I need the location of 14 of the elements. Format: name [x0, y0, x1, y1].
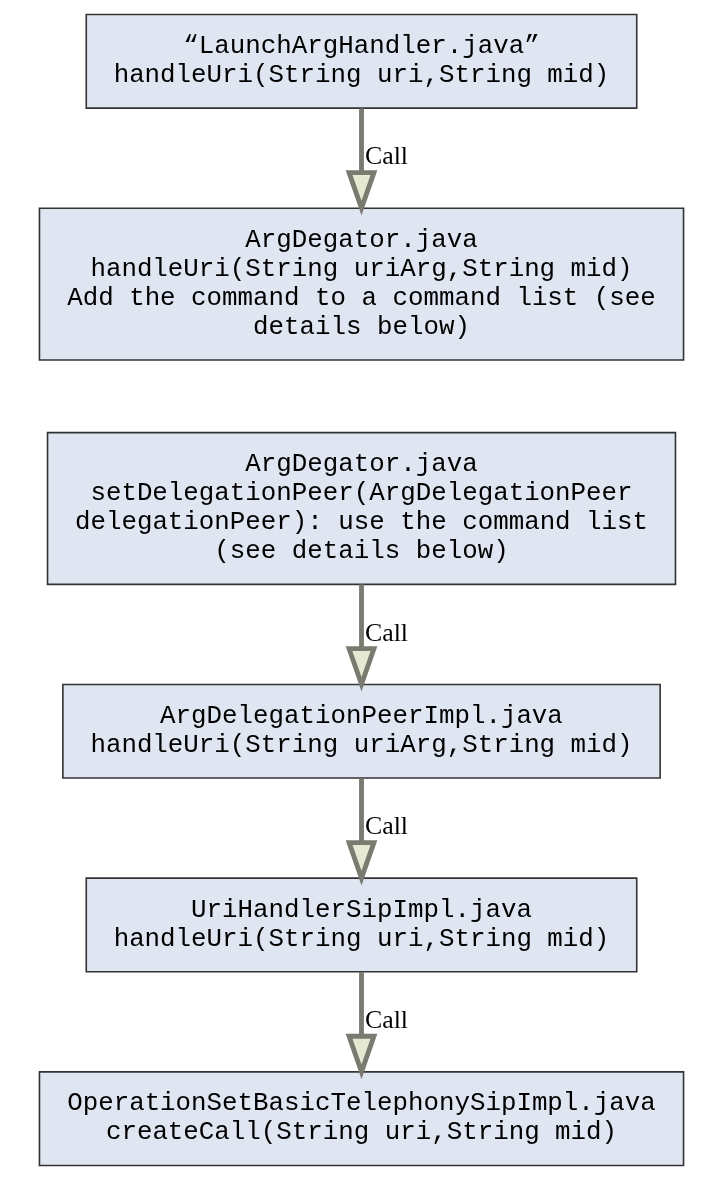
node-box: ArgDegator.java setDelegationPeer(ArgDelegationPeer delegationPeer): use the command list (see details below)	[46, 431, 677, 586]
node-box: ArgDegator.java handleUri(String uriArg,String mid) Add the command to a command list (see details below)	[38, 207, 685, 361]
arrow	[345, 778, 378, 886]
edge-label: Call	[365, 811, 409, 841]
arrow	[345, 972, 378, 1080]
node-box: ArgDelegationPeerImpl.java handleUri(String uriArg,String mid)	[62, 683, 661, 779]
node-box: UriHandlerSipImpl.java handleUri(String uri,String mid)	[85, 877, 638, 973]
arrow	[345, 108, 378, 216]
edge-label: Call	[365, 617, 409, 647]
edge-label: Call	[365, 1004, 409, 1034]
node-box: OperationSetBasicTelephonySipImpl.java createCall(String uri,String mid)	[38, 1071, 685, 1167]
node-box: “LaunchArgHandler.java” handleUri(String uri,String mid)	[85, 13, 638, 109]
edge-label: Call	[365, 141, 409, 171]
arrow	[345, 584, 378, 692]
